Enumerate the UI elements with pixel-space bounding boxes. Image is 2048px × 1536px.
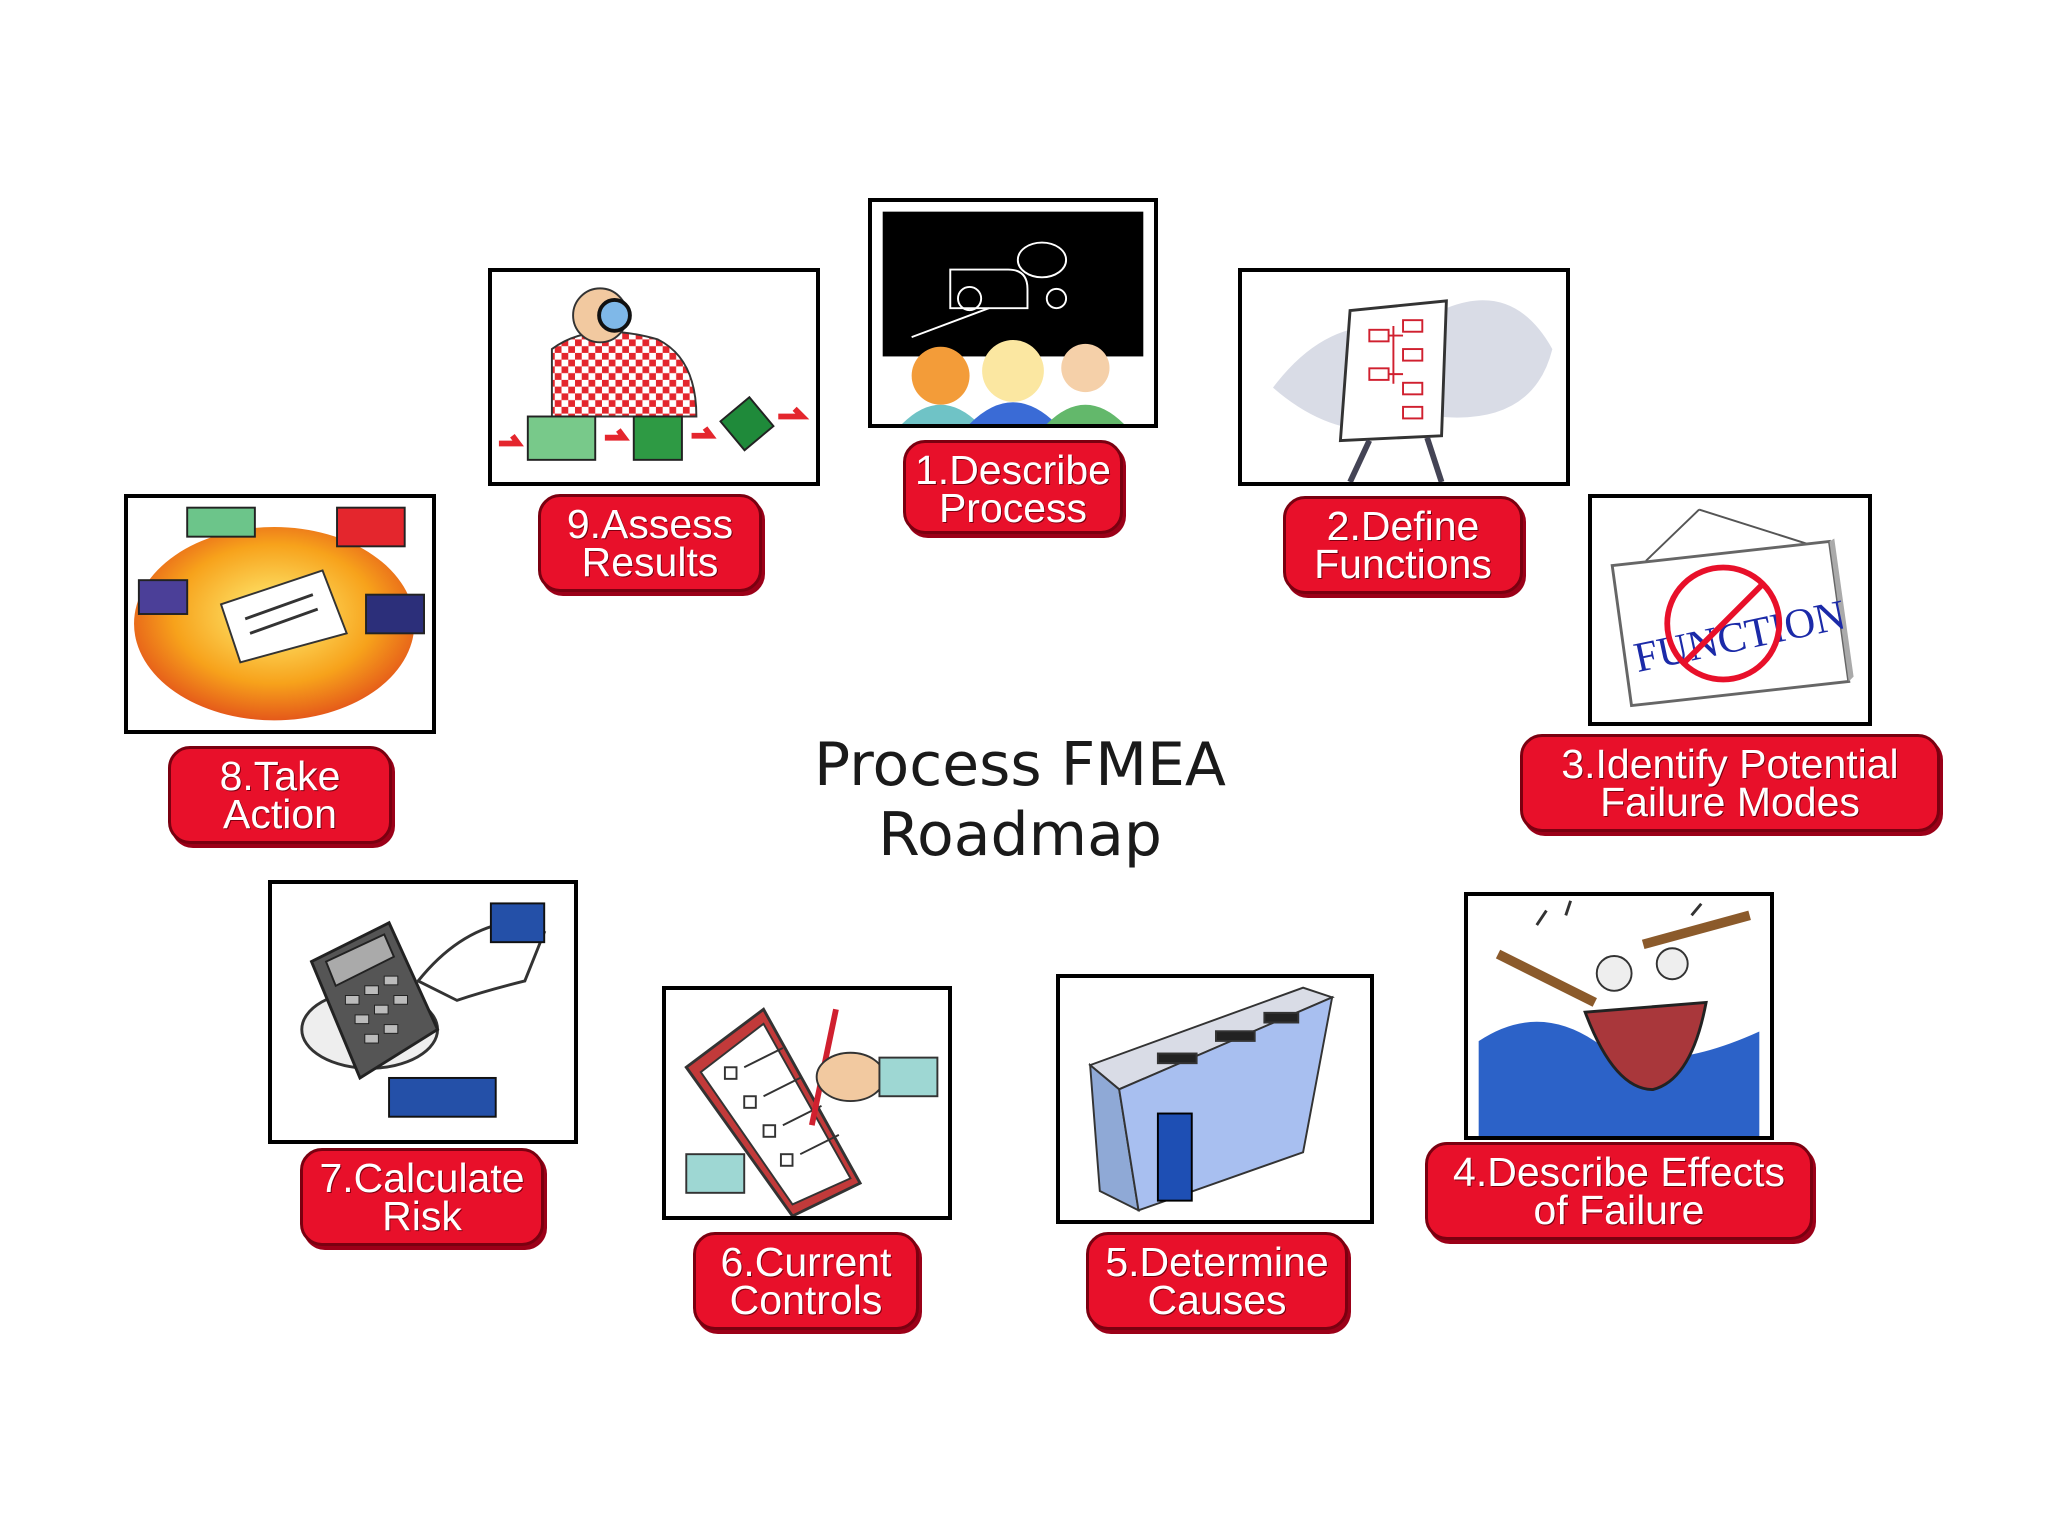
inspector-magnifier-icon [488,268,820,486]
step-9-label: 9.Assess Results [538,494,762,592]
step-4-label: 4.Describe Effects of Failure [1425,1142,1813,1240]
calculator-icon [268,880,578,1144]
step-5-label-line2: Causes [1147,1277,1287,1323]
step-9-label-line1: 9.Assess [566,501,734,547]
page-title: Process FMEA Roadmap [814,730,1226,870]
step-8-label: 8.Take Action [168,746,392,844]
step-2-label-line1: 2.Define [1326,503,1480,549]
checklist-clipboard-icon [662,986,952,1220]
step-6-label-line2: Controls [729,1277,883,1323]
step-3-label-line2: Failure Modes [1600,779,1860,825]
step-7-label-line1: 7.Calculate [319,1155,525,1201]
step-6-label: 6.Current Controls [693,1232,919,1330]
step-1-label-line1: 1.Describe [915,447,1111,493]
step-2-label-line2: Functions [1314,541,1492,587]
step-5-label: 5.Determine Causes [1086,1232,1348,1330]
step-4-label-line2: of Failure [1533,1187,1705,1233]
step-2-label: 2.Define Functions [1283,496,1523,594]
flipchart-icon [1238,268,1570,486]
step-8-label-line2: Action [223,791,337,837]
step-9-label-line2: Results [581,539,719,585]
step-7-label-line2: Risk [382,1193,462,1239]
classroom-blackboard-icon [868,198,1158,428]
step-8-label-line1: 8.Take [219,753,341,799]
step-1-label: 1.Describe Process [903,440,1123,534]
hands-on-document-icon [124,494,436,734]
no-function-sign-icon: FUNCTION [1588,494,1872,726]
step-7-label: 7.Calculate Risk [300,1148,544,1246]
sinking-boat-icon [1464,892,1774,1140]
step-4-label-line1: 4.Describe Effects [1453,1149,1785,1195]
step-5-label-line1: 5.Determine [1105,1239,1329,1285]
step-1-label-line2: Process [938,485,1088,531]
step-3-label: 3.Identify Potential Failure Modes [1520,734,1940,832]
step-3-label-line1: 3.Identify Potential [1561,741,1899,787]
step-6-label-line1: 6.Current [720,1239,892,1285]
building-rooms-icon [1056,974,1374,1224]
